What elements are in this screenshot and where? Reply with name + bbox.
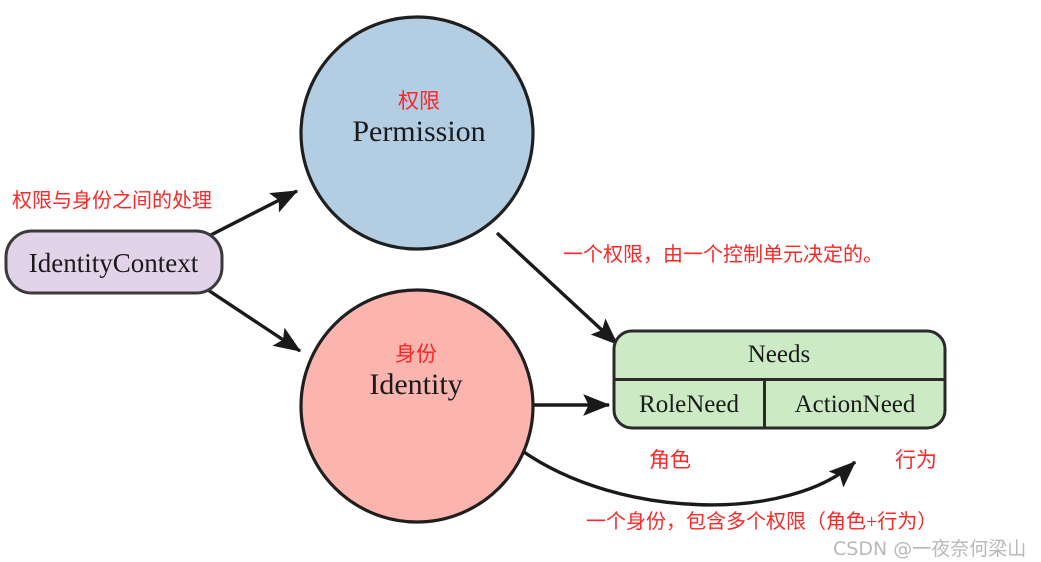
annotation-permission-note: 一个权限，由一个控制单元决定的。 <box>563 244 883 266</box>
needs-cell-actionneed[interactable]: ActionNeed <box>794 391 916 418</box>
annotation-context-note: 权限与身份之间的处理 <box>12 190 212 212</box>
node-permission[interactable] <box>299 15 535 251</box>
annotation-identity-note: 一个身份，包含多个权限（角色+行为） <box>586 511 938 533</box>
edge-permission-to-needs <box>495 231 619 346</box>
needs-title-label: Needs <box>747 341 811 368</box>
annotation-action-label: 行为 <box>895 448 937 472</box>
annotation-role-label: 角色 <box>649 448 691 472</box>
node-identity[interactable] <box>299 288 535 524</box>
edge-identitycontext-to-identity <box>204 286 302 353</box>
edge-identity-to-actionneed <box>520 448 857 507</box>
needs-cell-roleneed[interactable]: RoleNeed <box>639 391 739 418</box>
edge-identitycontext-to-permission <box>204 189 299 240</box>
node-identity-context[interactable] <box>4 229 224 295</box>
connector-group <box>204 189 857 507</box>
node-needs[interactable] <box>612 329 947 430</box>
csdn-watermark: CSDN @一夜奈何梁山 <box>833 538 1027 560</box>
